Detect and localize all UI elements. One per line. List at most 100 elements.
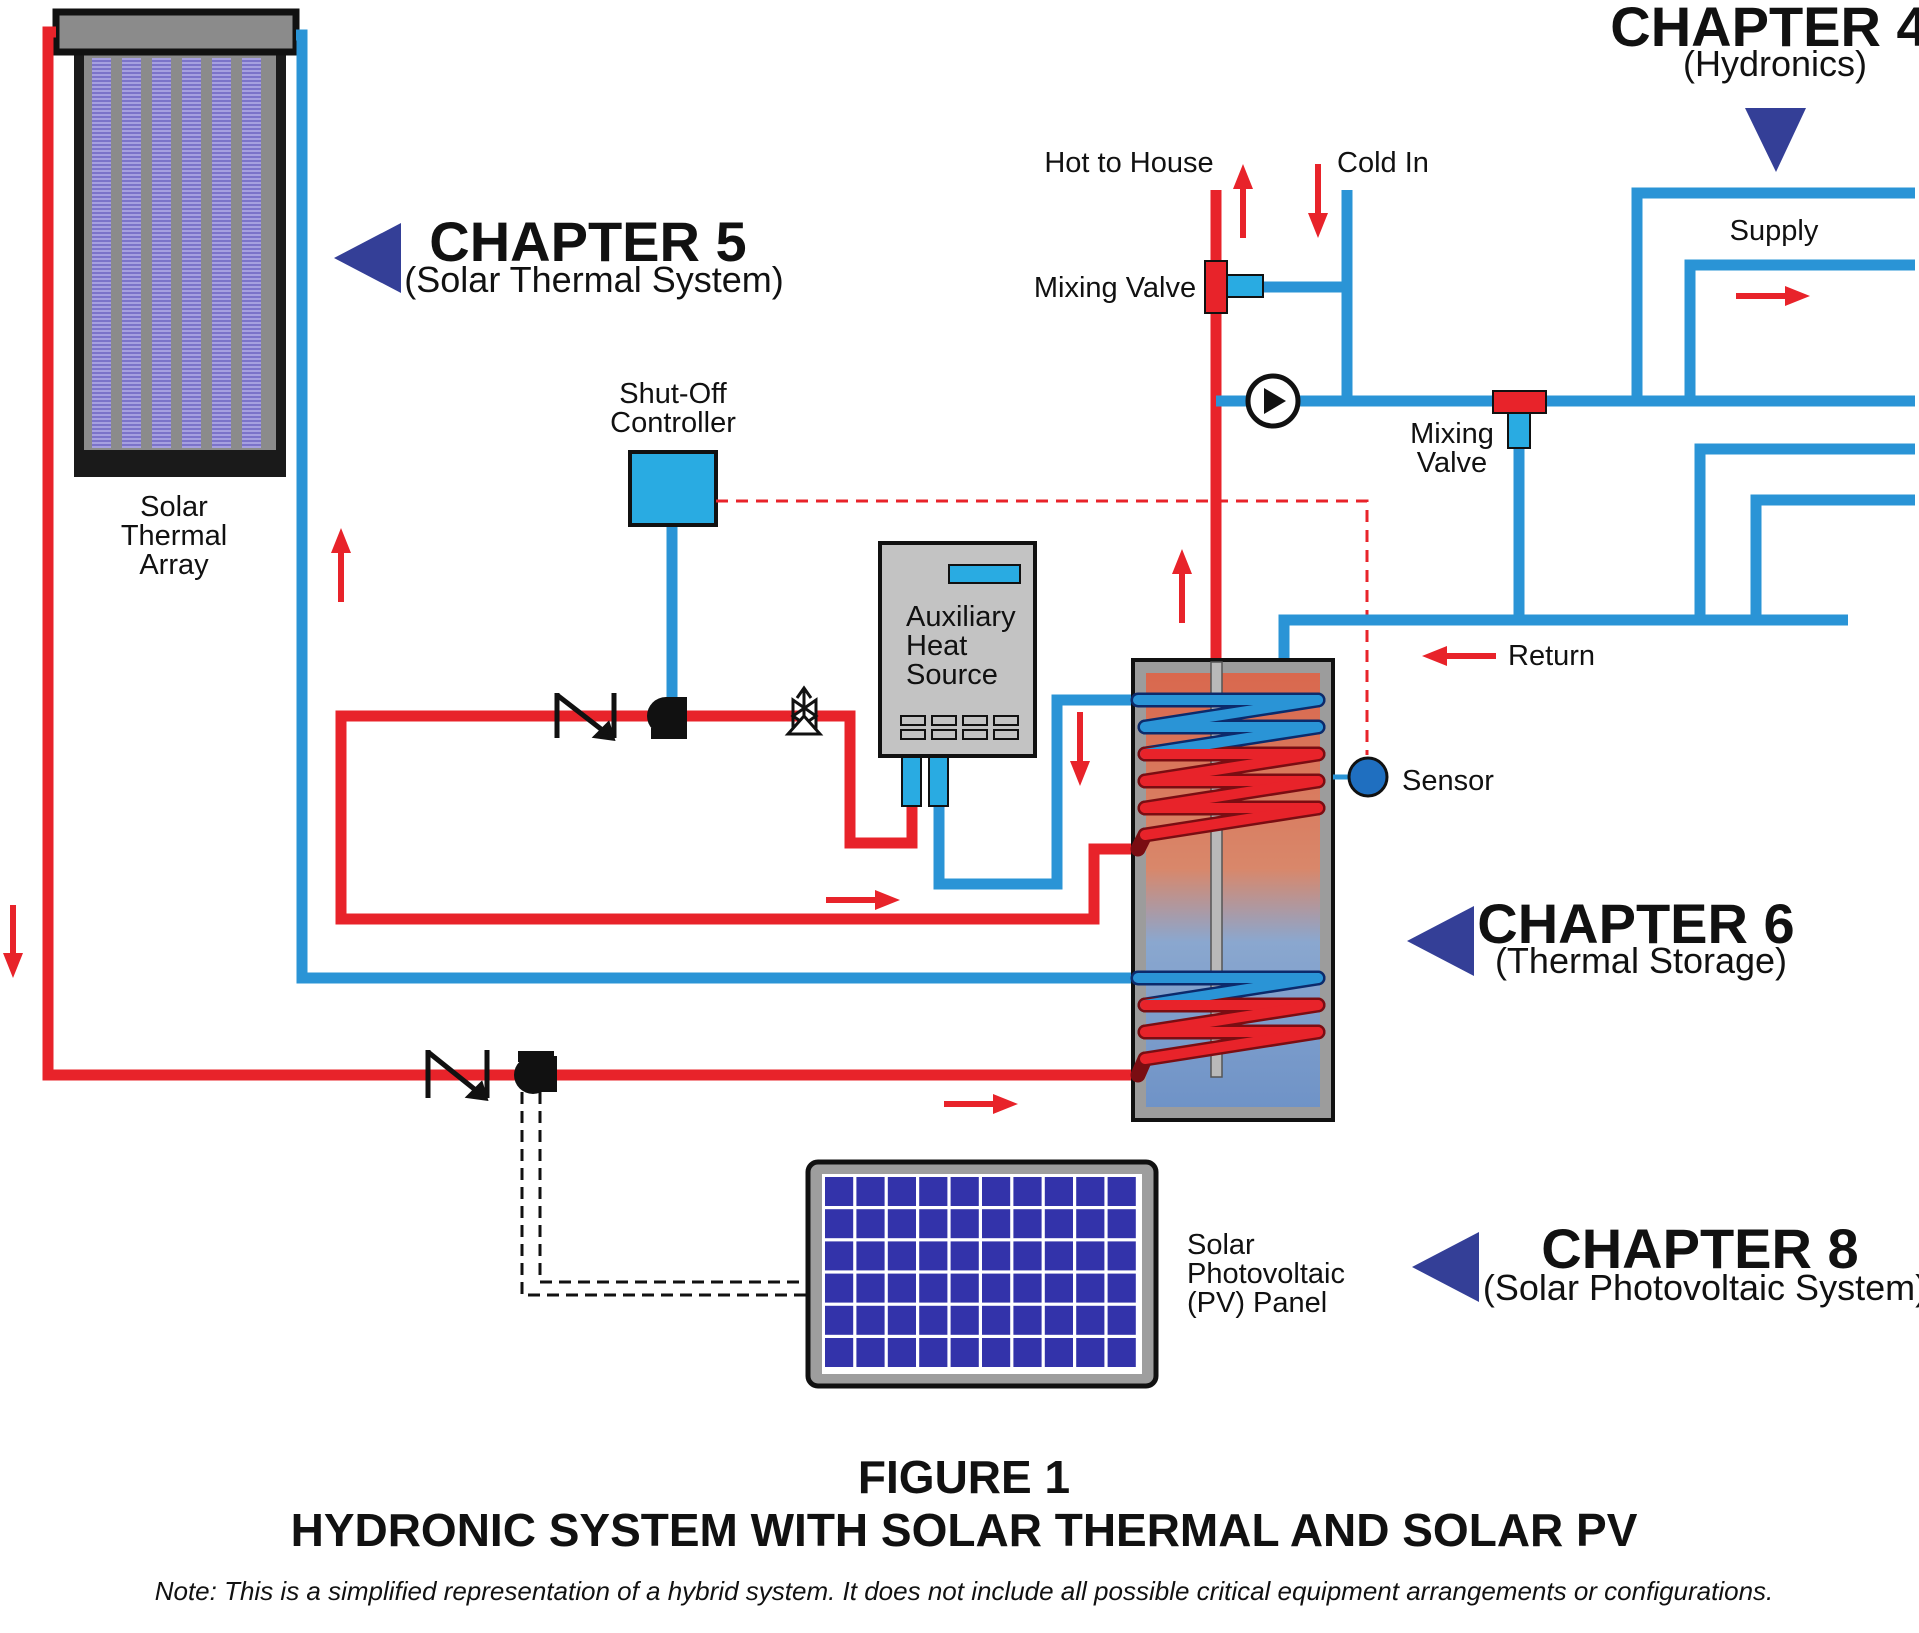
pv-cell (856, 1273, 885, 1303)
solar-thermal-array (52, 8, 300, 477)
pv-cell (1044, 1305, 1073, 1335)
arrow-down-solar-supply (3, 905, 23, 978)
mixing-valve-right-label-line: Mixing (1410, 418, 1494, 450)
shutoff-controller-box (628, 450, 718, 527)
figure-number: FIGURE 1 (858, 1451, 1070, 1503)
aux-hot-loop-pipe (335, 710, 1133, 925)
pv-cell (982, 1273, 1011, 1303)
mixing-valve-right-label-line: Valve (1417, 447, 1487, 479)
arrow-left-return (1422, 646, 1496, 666)
aux-heat-label-line: Source (906, 659, 998, 691)
check-valve-solar (425, 1050, 490, 1101)
pv-cell (1013, 1209, 1042, 1239)
chapter-4-subtitle: (Hydronics) (1683, 43, 1867, 84)
pv-cell (1076, 1209, 1105, 1239)
pv-cell (1044, 1338, 1073, 1367)
solar-thermal-array-label: Solar Thermal Array (121, 491, 227, 581)
chapter-8-marker (1412, 1232, 1479, 1302)
pv-cell (1107, 1338, 1136, 1367)
lower-heat-exchanger-coil (1130, 970, 1326, 1083)
pv-wire-outer (520, 1092, 808, 1297)
pv-cell (1044, 1241, 1073, 1271)
pump-solar (514, 1051, 557, 1094)
pv-cell (950, 1177, 979, 1206)
aux-heat-label-line: Auxiliary (906, 601, 1016, 633)
chapter-5-subtitle: (Solar Thermal System) (404, 259, 783, 300)
pv-cell (1013, 1241, 1042, 1271)
pv-cell (825, 1338, 854, 1367)
pv-wire-inner (538, 1092, 808, 1284)
solar-thermal-array-label-line: Thermal (121, 520, 227, 552)
pv-cell (887, 1273, 916, 1303)
pv-cell (950, 1209, 979, 1239)
pv-cell (825, 1241, 854, 1271)
pv-cell (919, 1241, 948, 1271)
supply-branch-2 (1684, 259, 1915, 401)
pv-cell (919, 1338, 948, 1367)
auxiliary-heat-source-unit (878, 541, 1037, 807)
pv-cell (982, 1241, 1011, 1271)
pv-cell (887, 1338, 916, 1367)
solar-return-pipe (296, 29, 1133, 984)
pv-cell (825, 1305, 854, 1335)
pv-cell (856, 1338, 885, 1367)
circulator-pump-hydronic (1245, 373, 1301, 429)
pv-cell (982, 1305, 1011, 1335)
mixing-valve-dhw (1204, 260, 1264, 314)
chapter-5-title: CHAPTER 5 (429, 210, 746, 273)
pv-cell (982, 1338, 1011, 1367)
chapter-4-marker (1745, 108, 1806, 172)
pv-cell (887, 1177, 916, 1206)
pv-panel-label-line: Photovoltaic (1187, 1258, 1345, 1290)
arrow-up-solar-return (331, 528, 351, 602)
chapter-4-title: CHAPTER 4 (1610, 0, 1919, 58)
pv-cell (919, 1209, 948, 1239)
return-pipe (1278, 614, 1848, 665)
pv-cell (1107, 1177, 1136, 1206)
arrow-up-hot-to-house (1233, 164, 1253, 238)
pump-aux (647, 697, 687, 739)
chapter-6-marker (1407, 906, 1474, 976)
pv-cell (887, 1305, 916, 1335)
pv-cell (1076, 1177, 1105, 1206)
pv-cell (919, 1177, 948, 1206)
pv-cell (887, 1241, 916, 1271)
arrow-right-supply (1736, 286, 1810, 306)
pv-cell (982, 1209, 1011, 1239)
pv-cell (919, 1305, 948, 1335)
pv-cell (1044, 1273, 1073, 1303)
flow-arrows (3, 164, 1810, 1114)
pv-cell (1076, 1241, 1105, 1271)
storage-tank (1130, 658, 1335, 1122)
pv-cell (887, 1209, 916, 1239)
aux-cold-loop-pipe (933, 694, 1133, 890)
solar-supply-pipe (42, 26, 1133, 1081)
chapter-5-marker (334, 223, 401, 293)
solar-thermal-array-label-line: Array (139, 549, 209, 581)
pv-cell (1107, 1305, 1136, 1335)
pv-cell (856, 1305, 885, 1335)
pv-cell (1076, 1338, 1105, 1367)
pv-panel (805, 1159, 1159, 1389)
pv-cell (825, 1209, 854, 1239)
sensor-label: Sensor (1402, 765, 1494, 797)
supply-label: Supply (1730, 215, 1819, 247)
pv-cell (982, 1177, 1011, 1206)
pv-cell (1107, 1273, 1136, 1303)
pv-cell (856, 1177, 885, 1206)
pv-cell (1044, 1177, 1073, 1206)
pv-panel-label-line: (PV) Panel (1187, 1287, 1327, 1319)
pv-cell (825, 1273, 854, 1303)
pv-cells (825, 1177, 1136, 1367)
pv-cell (1107, 1209, 1136, 1239)
mixing-valve-hydronic (1492, 390, 1547, 449)
arrow-up-tank-out (1172, 549, 1192, 623)
pv-cell (1044, 1209, 1073, 1239)
figure-title: HYDRONIC SYSTEM WITH SOLAR THERMAL AND S… (291, 1504, 1638, 1556)
arrow-down-aux-to-tank (1070, 712, 1090, 786)
mixing-valve-top-label: Mixing Valve (1034, 272, 1196, 304)
shutoff-controller-label-line: Shut-Off (619, 378, 727, 410)
aux-heat-label-line: Heat (906, 630, 967, 662)
pv-cell (950, 1241, 979, 1271)
